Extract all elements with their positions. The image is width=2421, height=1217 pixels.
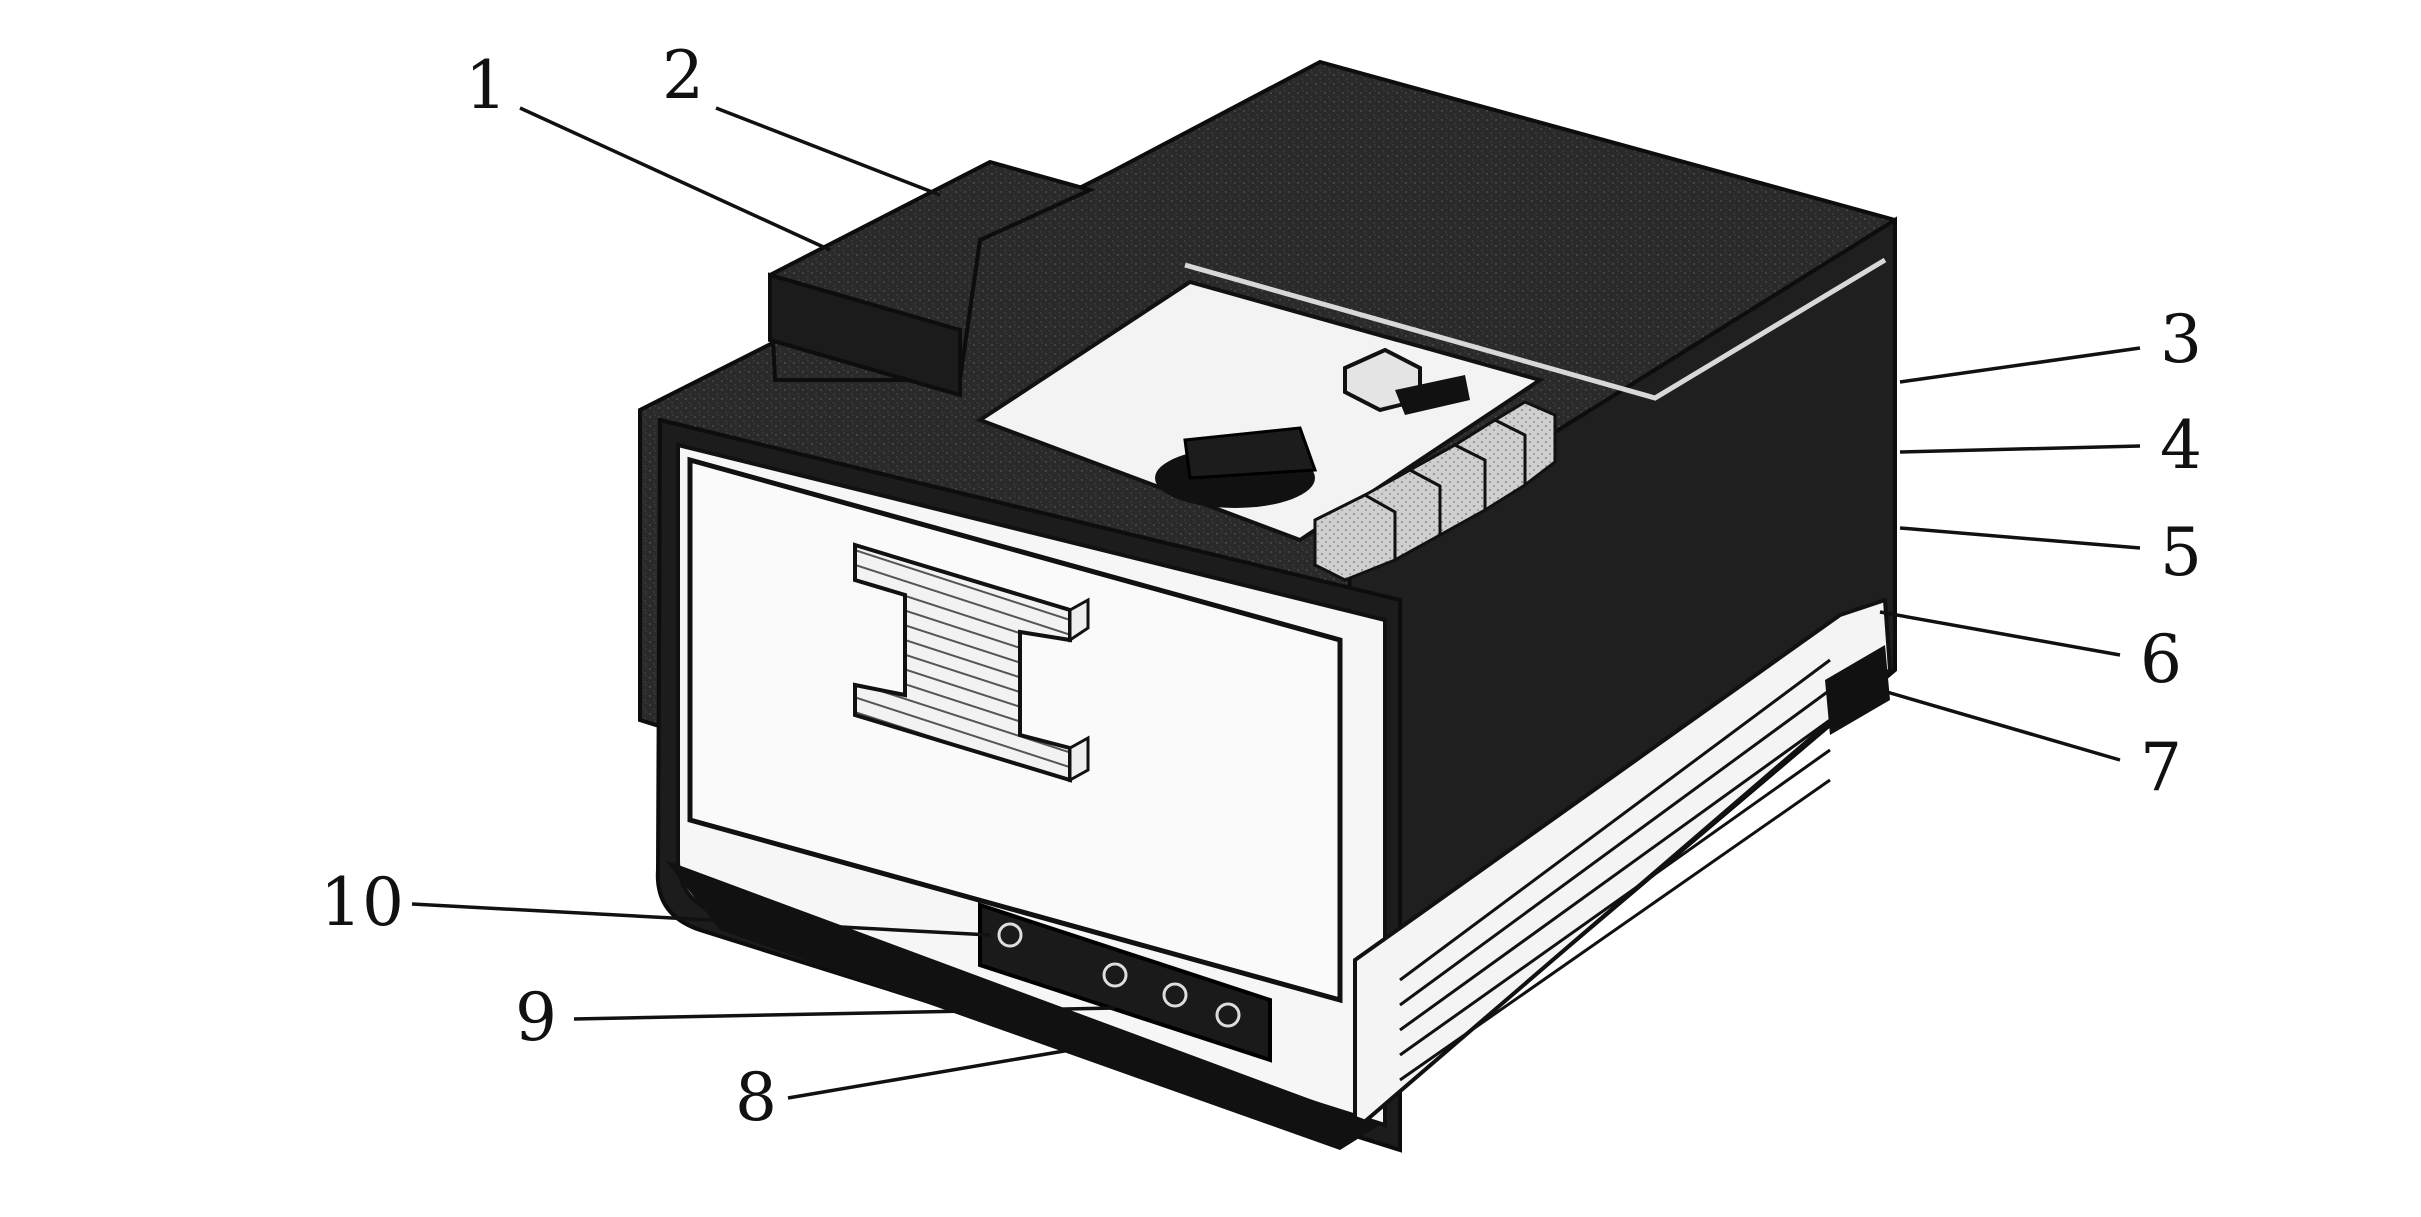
callout-labels: 1 2 3 4 5 6 7 8 9 10 <box>320 37 2202 1136</box>
callout-4: 4 <box>2160 407 2202 484</box>
leader-5 <box>1899 526 2141 550</box>
callout-9: 9 <box>515 979 557 1056</box>
base-shadow <box>665 860 1380 1150</box>
leader-10 <box>411 902 991 937</box>
leader-9 <box>573 1006 1116 1021</box>
socket-1 <box>997 922 1023 948</box>
leader-7 <box>1879 688 2121 762</box>
leader-8 <box>787 1048 1071 1100</box>
focus-knob <box>1155 426 1318 508</box>
leader-4 <box>1899 444 2141 454</box>
leader-1 <box>519 106 831 252</box>
gate-slot <box>1395 375 1470 415</box>
leader-3 <box>1899 346 2141 384</box>
callout-2: 2 <box>662 37 704 114</box>
callout-6: 6 <box>2140 621 2182 698</box>
lamp-housing-front <box>768 272 962 398</box>
side-vent-panel <box>1353 597 1893 1135</box>
callout-8: 8 <box>735 1059 777 1136</box>
callout-5: 5 <box>2160 514 2202 591</box>
callout-7: 7 <box>2140 729 2182 806</box>
side-vents <box>1399 658 1831 1082</box>
leader-lines <box>411 106 2141 1100</box>
socket-strip <box>978 902 1272 1063</box>
key-row <box>1313 400 1557 582</box>
callout-1: 1 <box>465 47 507 124</box>
leader-2 <box>715 106 941 197</box>
device-body <box>638 59 1897 1153</box>
side-foot <box>1825 645 1890 735</box>
socket-4 <box>1215 1002 1241 1028</box>
leader-6 <box>1879 610 2121 657</box>
socket-3 <box>1162 982 1188 1008</box>
emblem-side <box>1068 597 1090 783</box>
callout-3: 3 <box>2160 301 2202 378</box>
callout-10: 10 <box>320 864 404 941</box>
lid-seam <box>1184 257 1887 401</box>
socket-2 <box>1102 962 1128 988</box>
